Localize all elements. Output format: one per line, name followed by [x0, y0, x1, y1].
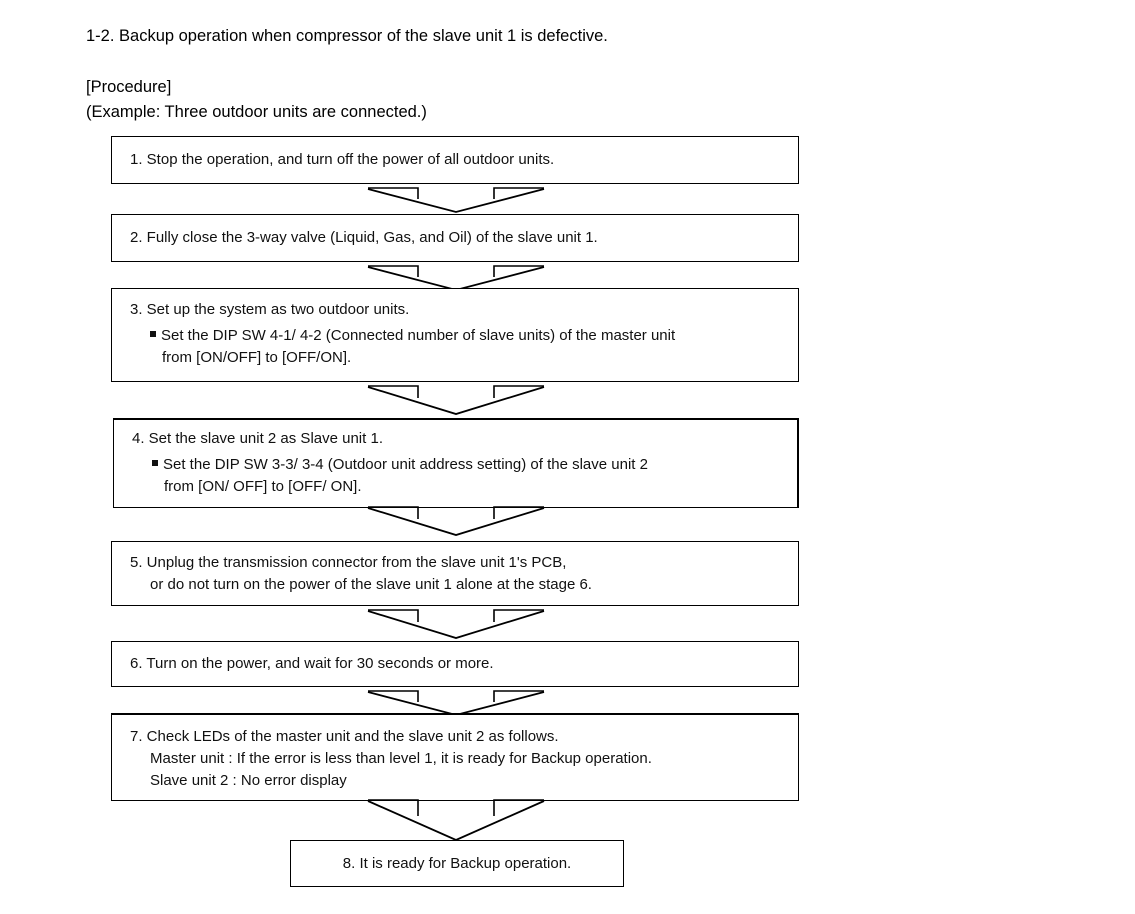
- flow-step-7-line-2: Master unit : If the error is less than …: [150, 750, 652, 767]
- flow-step-3-line-3: from [ON/OFF] to [OFF/ON].: [162, 349, 352, 366]
- flow-step-2-box: 2. Fully close the 3-way valve (Liquid, …: [111, 214, 799, 262]
- flow-step-8-box: 8. It is ready for Backup operation.: [290, 840, 624, 887]
- flow-step-3-line-1: 3. Set up the system as two outdoor unit…: [130, 301, 410, 318]
- down-arrow-icon: [367, 798, 545, 842]
- flow-step-4-box: 4. Set the slave unit 2 as Slave unit 1.…: [113, 418, 799, 508]
- page-title: 1-2. Backup operation when compressor of…: [86, 27, 608, 45]
- square-bullet-icon: [152, 460, 158, 466]
- flow-step-5-line-1: 5. Unplug the transmission connector fro…: [130, 554, 567, 571]
- procedure-label: [Procedure]: [86, 78, 172, 96]
- flow-step-2-line-1: 2. Fully close the 3-way valve (Liquid, …: [130, 229, 598, 246]
- flow-step-3-bullet: Set the DIP SW 4-1/ 4-2 (Connected numbe…: [112, 325, 798, 347]
- flow-step-5-line-2: or do not turn on the power of the slave…: [150, 576, 592, 593]
- flow-step-4-line-1: 4. Set the slave unit 2 as Slave unit 1.: [132, 430, 383, 447]
- flow-step-6-line-1: 6. Turn on the power, and wait for 30 se…: [130, 655, 494, 672]
- flow-step-3-box: 3. Set up the system as two outdoor unit…: [111, 288, 799, 382]
- down-arrow-icon: [367, 384, 545, 416]
- down-arrow-icon: [367, 608, 545, 640]
- flow-step-4-line-3: from [ON/ OFF] to [OFF/ ON].: [164, 478, 362, 495]
- flow-step-6-box: 6. Turn on the power, and wait for 30 se…: [111, 641, 799, 687]
- flow-step-1-line-1: 1. Stop the operation, and turn off the …: [130, 151, 555, 168]
- flow-step-4-bullet: Set the DIP SW 3-3/ 3-4 (Outdoor unit ad…: [114, 454, 797, 476]
- flow-step-1-box: 1. Stop the operation, and turn off the …: [111, 136, 799, 184]
- flow-step-8-line-1: 8. It is ready for Backup operation.: [342, 855, 572, 872]
- procedure-example-note: (Example: Three outdoor units are connec…: [86, 103, 427, 121]
- flow-step-7-box: 7. Check LEDs of the master unit and the…: [111, 713, 799, 801]
- flow-step-3-line-2: Set the DIP SW 4-1/ 4-2 (Connected numbe…: [161, 327, 676, 344]
- flow-step-7-line-3: Slave unit 2 : No error display: [150, 772, 347, 789]
- flow-step-5-box: 5. Unplug the transmission connector fro…: [111, 541, 799, 606]
- down-arrow-icon: [367, 505, 545, 537]
- flow-step-4-line-2: Set the DIP SW 3-3/ 3-4 (Outdoor unit ad…: [163, 456, 648, 473]
- square-bullet-icon: [150, 331, 156, 337]
- down-arrow-icon: [367, 186, 545, 214]
- flow-step-7-line-1: 7. Check LEDs of the master unit and the…: [130, 728, 559, 745]
